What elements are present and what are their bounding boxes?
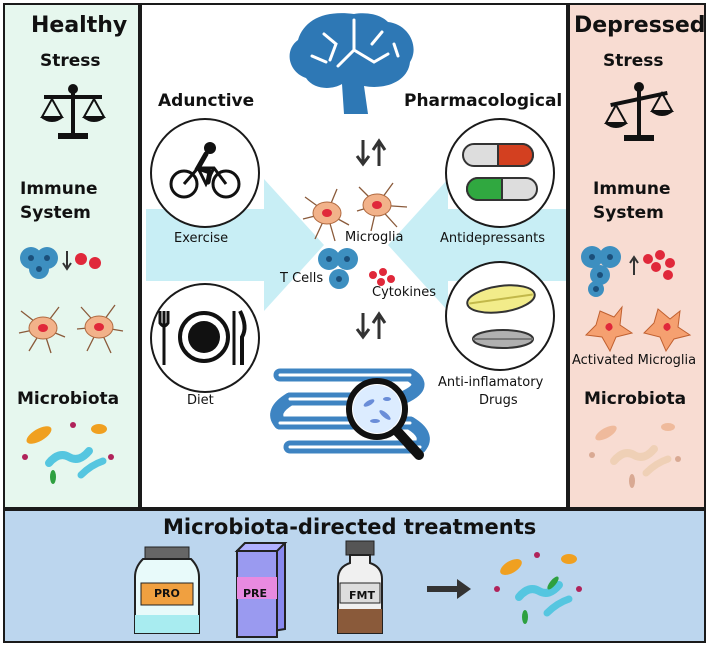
brain-icon (289, 13, 414, 115)
healthy-immune-line2: System (20, 203, 91, 223)
center-microglia-icon (302, 182, 408, 242)
healthy-immune-line1: Immune (20, 179, 98, 199)
right-arrow-icon (427, 579, 471, 599)
depressed-microbiota-label: Microbiota (584, 389, 687, 409)
antidepressants-circle (445, 118, 555, 228)
bottom-panel: Microbiota-directed treatments PRO PRE F… (3, 509, 706, 643)
bicycle-icon (169, 142, 241, 199)
exercise-label: Exercise (174, 231, 229, 246)
healthy-immune-cells-icon (20, 247, 101, 279)
depressed-immune-cells-icon (581, 246, 675, 297)
magnifier-icon (346, 378, 424, 460)
t-cells-icon (318, 248, 358, 289)
pro-label: PRO (154, 587, 180, 600)
plate-icon (158, 310, 247, 365)
adjunctive-heading: Adunctive (158, 91, 255, 111)
balance-scale-tilted-icon (604, 82, 674, 141)
depressed-stress-label: Stress (603, 51, 664, 71)
antidepressants-label: Antidepressants (440, 231, 546, 246)
activated-microglia-icon (584, 305, 692, 353)
healthy-title: Healthy (31, 13, 128, 38)
healthy-microbiota-label: Microbiota (17, 389, 120, 409)
diet-label: Diet (187, 393, 214, 408)
anti-inflammatory-label-line1: Anti-inflamatory (438, 375, 544, 390)
anti-inflammatory-label-line2: Drugs (479, 393, 518, 408)
cytokines-icon (369, 268, 395, 286)
jar-icon (134, 546, 200, 634)
brain-gut-arrows-top (355, 138, 387, 167)
diet-circle (150, 283, 260, 393)
pharmacological-heading: Pharmacological (404, 91, 563, 111)
center-panel: Microglia T Cells Cytokines (140, 3, 568, 509)
balance-scale-icon (40, 84, 106, 139)
healthy-microglia-icon (18, 304, 124, 354)
pre-label: PRE (243, 587, 268, 600)
depressed-microbiota-icon (589, 423, 681, 488)
brain-gut-arrows-bottom (355, 311, 387, 340)
capsule-icon (462, 143, 538, 201)
healthy-panel: Healthy Stress Immune System Microbiota (3, 3, 140, 509)
healthy-microbiota-icon (22, 422, 114, 484)
depressed-panel: Depressed Stress Immune System Activated… (568, 3, 706, 509)
t-cells-label: T Cells (280, 271, 324, 286)
healthy-stress-label: Stress (40, 51, 101, 71)
fmt-label: FMT (349, 589, 375, 602)
bottom-title: Microbiota-directed treatments (163, 515, 537, 539)
tablet-icon (466, 284, 536, 349)
depressed-immune-line2: System (593, 203, 664, 223)
microglia-label: Microglia (345, 230, 404, 245)
anti-inflammatory-circle (445, 261, 555, 371)
activated-microglia-label: Activated Microglia (572, 353, 697, 368)
exercise-circle (150, 118, 260, 228)
box-icon (234, 542, 288, 639)
depressed-title: Depressed (574, 13, 706, 38)
bottom-microbiota-icon (494, 552, 582, 624)
bottle-icon (337, 540, 383, 634)
depressed-immune-line1: Immune (593, 179, 671, 199)
cytokines-label: Cytokines (372, 285, 436, 300)
